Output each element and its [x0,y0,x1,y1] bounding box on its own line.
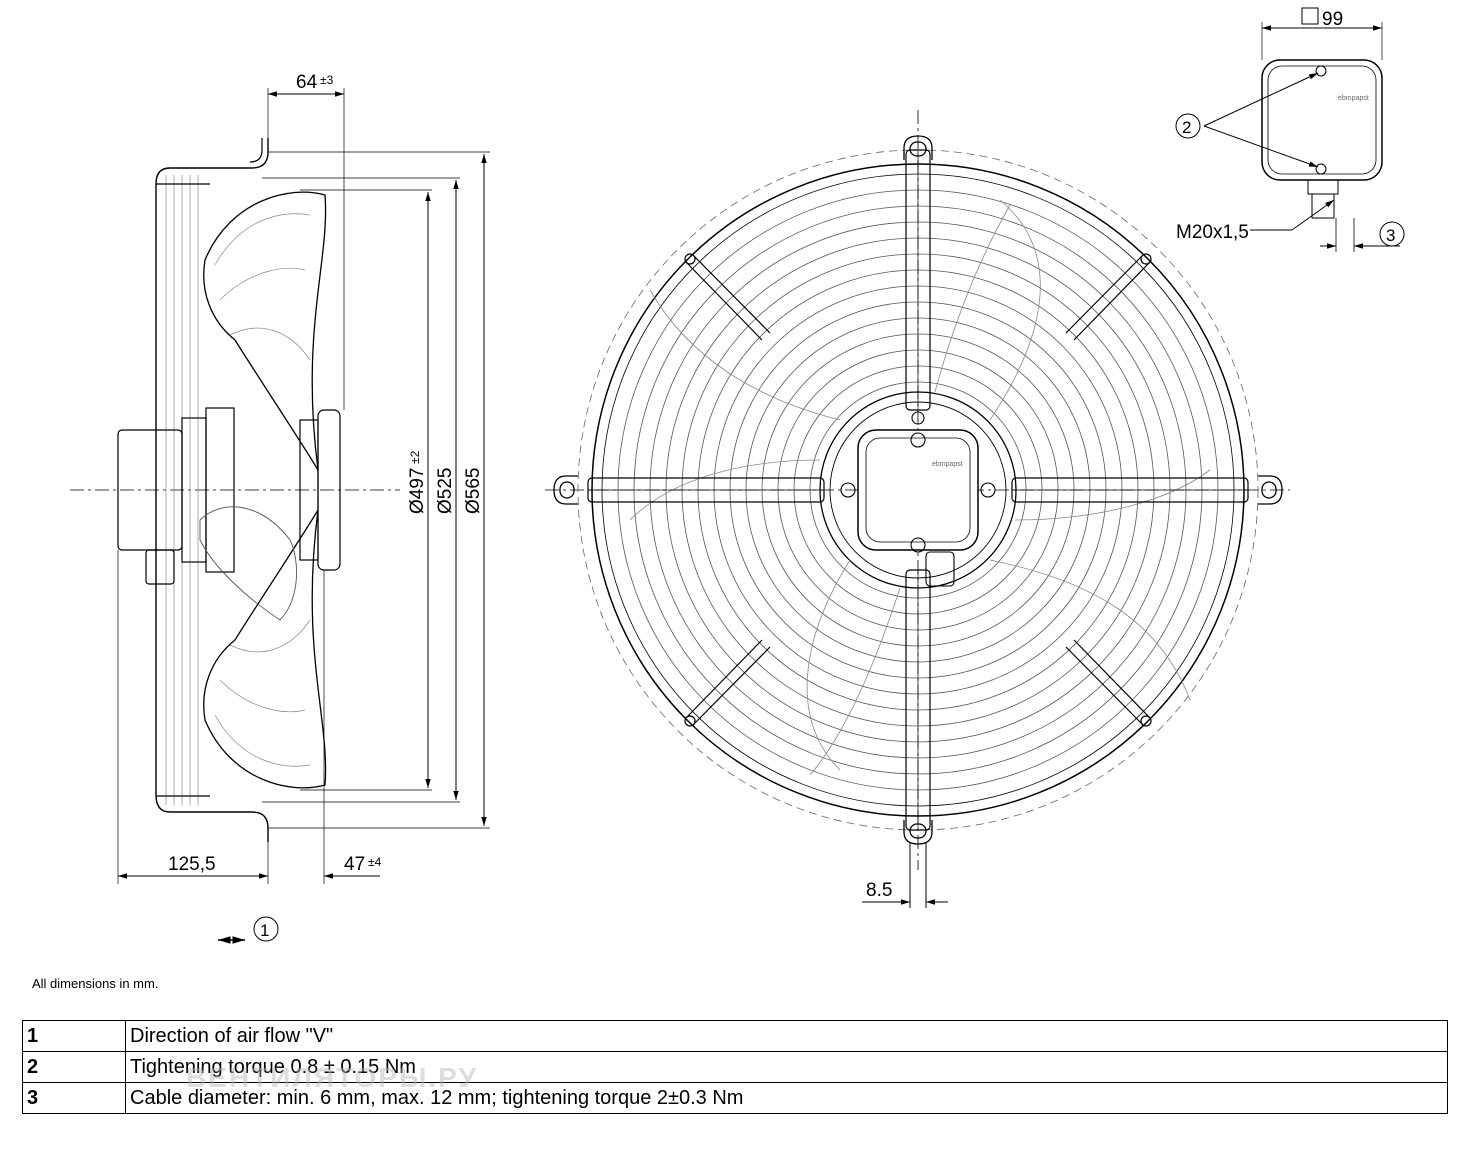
legend-text: Cable diameter: min. 6 mm, max. 12 mm; t… [125,1082,1448,1114]
dim-depth-right-tol: ±4 [368,855,382,869]
side-dimension-lines [118,91,487,944]
legend-number: 3 [22,1082,126,1114]
legend-row: 1 Direction of air flow "V" [22,1020,1448,1052]
dim-dia-inner-tol: ±2 [408,450,422,464]
dimensions-note: All dimensions in mm. [32,976,159,991]
callout-1: 1 [260,921,269,940]
dim-depth-top: 64 [296,72,318,93]
dim-box-width: 99 [1322,9,1343,30]
dim-dia-outer: Ø565 [463,468,484,514]
dim-thread: M20x1,5 [1176,222,1249,243]
legend-text: Tightening torque 0.8 ± 0.15 Nm [125,1051,1448,1083]
side-view [70,88,490,884]
detail-box-logo: ebmpapst [1338,95,1369,102]
front-dimension-lines [862,842,948,908]
legend-number: 1 [22,1020,126,1052]
legend-text: Direction of air flow "V" [125,1020,1448,1052]
legend-row: 2 Tightening torque 0.8 ± 0.15 Nm [22,1051,1448,1083]
technical-drawing: ebmpapst ebmpapst 64 ±3 Ø497 ± [70,7,1405,944]
terminal-box-detail [1203,7,1400,252]
callout-circles [253,113,1405,942]
watermark: ВЕНТИЛЯТОРЫ.РУ [186,1062,478,1093]
callout-2: 2 [1182,118,1191,137]
legend-number: 2 [22,1051,126,1083]
callout-3: 3 [1386,226,1395,245]
box-logo: ebmpapst [932,461,963,468]
dim-dia-mid: Ø525 [435,468,456,514]
legend-table: 1 Direction of air flow "V" 2 Tightening… [22,1020,1448,1114]
dim-dia-inner: Ø497 [407,468,428,514]
dim-depth-left: 125,5 [168,854,216,875]
dim-depth-right: 47 [344,854,365,875]
dim-hole-offset: 8.5 [866,880,892,901]
legend-row: 3 Cable diameter: min. 6 mm, max. 12 mm;… [22,1082,1448,1114]
front-view [545,110,1290,870]
dim-depth-top-tol: ±3 [320,73,334,87]
